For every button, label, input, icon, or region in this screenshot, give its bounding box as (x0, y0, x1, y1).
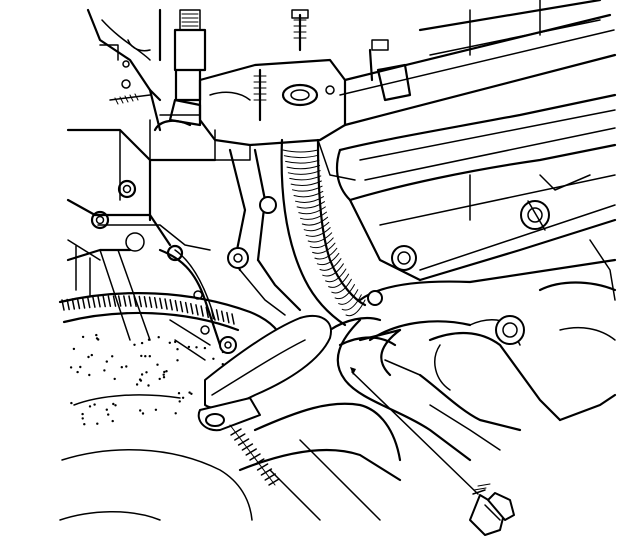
bolt-icon (350, 367, 515, 536)
cylinder-head-icon (335, 0, 617, 301)
flex-pipe-corrugation (282, 149, 366, 317)
engine-block-icon (66, 8, 222, 347)
cylinder-head-studs (109, 9, 309, 161)
egr-adapter-icon (198, 58, 356, 181)
flywheel-icon (58, 292, 290, 521)
bracket-icon (169, 148, 332, 486)
bracket-stud-thread (230, 428, 280, 486)
flex-pipe-icon (280, 138, 397, 347)
exhaust-manifold-icon (358, 258, 617, 451)
flywheel-ring-gear-teeth (61, 295, 235, 325)
